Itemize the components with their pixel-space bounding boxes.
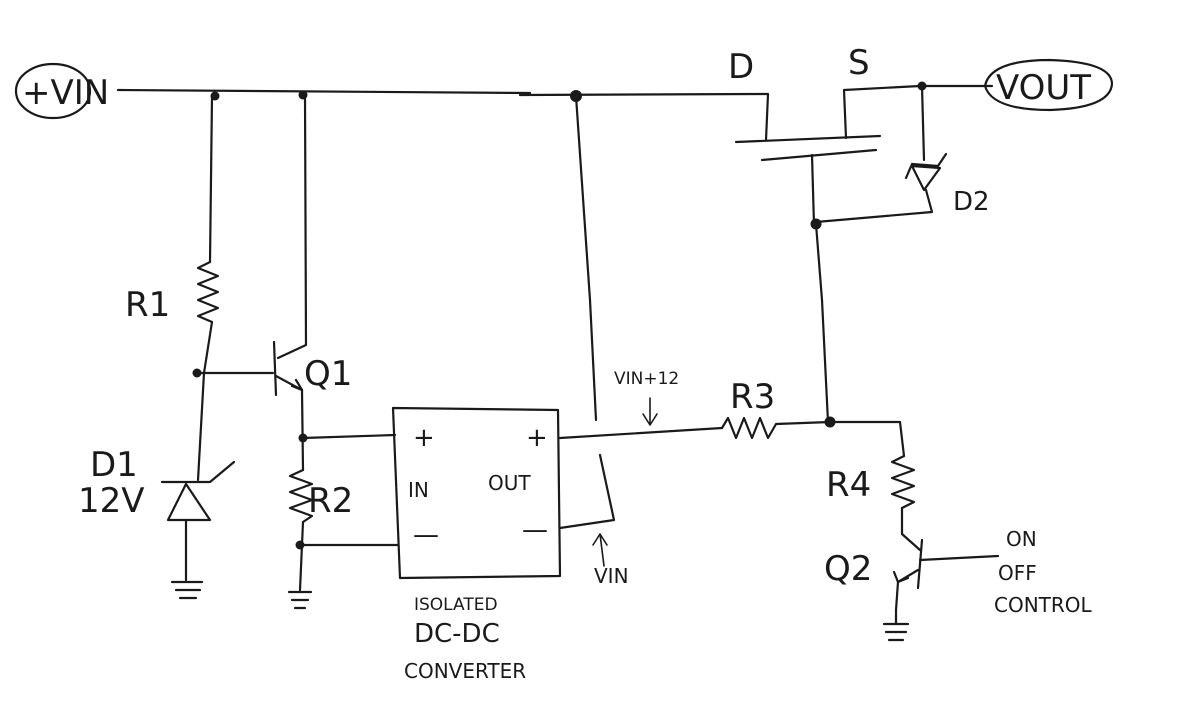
converter-in-plus-label: + bbox=[413, 423, 435, 453]
q1-label: Q1 bbox=[304, 354, 352, 394]
ground-symbol bbox=[287, 590, 313, 610]
r1-resistor-symbol bbox=[196, 260, 220, 324]
d1-label: D1 bbox=[90, 445, 138, 485]
q2-label: Q2 bbox=[824, 549, 872, 589]
q1-collector-wire bbox=[276, 93, 308, 360]
r3-label: R3 bbox=[730, 377, 775, 417]
gate-vertical-wire bbox=[814, 222, 830, 424]
dc-dc-converter-block bbox=[391, 406, 562, 580]
vout-terminal-label: VOUT bbox=[996, 68, 1091, 108]
q1-emitter-wire bbox=[300, 388, 305, 472]
converter-out-plus-label: + bbox=[526, 423, 548, 453]
converter-out-plus-wire bbox=[558, 426, 724, 440]
converter-in-plus-wire bbox=[301, 433, 397, 440]
vout-terminal: VOUT bbox=[983, 58, 1114, 112]
ground-symbol bbox=[882, 608, 910, 642]
r2-label: R2 bbox=[308, 481, 353, 521]
d2-label: D2 bbox=[953, 187, 990, 217]
converter-caption-line3: CONVERTER bbox=[404, 659, 526, 683]
mosfet-drain-label: D bbox=[728, 47, 754, 87]
mosfet-symbol bbox=[734, 84, 922, 227]
d2-zener-symbol bbox=[814, 152, 948, 224]
r2-resistor-symbol bbox=[288, 468, 314, 524]
converter-in-label: IN bbox=[408, 478, 429, 502]
d1-zener-symbol bbox=[160, 460, 236, 582]
vin-plus-12-label: VIN+12 bbox=[614, 369, 679, 389]
junction-dot bbox=[298, 90, 308, 100]
r2-lower-wire bbox=[298, 520, 305, 592]
d1-value-label: 12V bbox=[78, 481, 145, 521]
mosfet-source-label: S bbox=[848, 43, 870, 83]
q2-transistor-symbol bbox=[892, 538, 1000, 612]
r1-lower-wire bbox=[196, 320, 214, 482]
r4-upper-wire bbox=[828, 420, 906, 458]
r1-wire bbox=[208, 94, 214, 264]
r4-resistor-symbol bbox=[890, 454, 916, 510]
converter-caption-line2: DC-DC bbox=[414, 619, 500, 649]
d2-wire bbox=[920, 84, 926, 162]
vin-ref-label: VIN bbox=[594, 564, 629, 588]
vin-rail bbox=[116, 88, 762, 97]
control-label-line1: ON bbox=[1006, 527, 1037, 551]
vin-terminal: +VIN bbox=[14, 62, 109, 120]
converter-in-minus-label: — bbox=[413, 520, 439, 550]
converter-out-minus-wire bbox=[558, 453, 616, 530]
r3-resistor-symbol bbox=[720, 416, 832, 440]
ground-symbol bbox=[170, 580, 204, 600]
r4-label: R4 bbox=[826, 465, 871, 505]
converter-out-minus-label: — bbox=[522, 515, 548, 545]
control-label-line3: CONTROL bbox=[994, 593, 1093, 617]
converter-caption-line1: ISOLATED bbox=[414, 595, 498, 615]
vin-terminal-label: +VIN bbox=[22, 73, 109, 113]
vin-vertical-wire bbox=[574, 94, 598, 422]
q2-collector-wire bbox=[900, 506, 922, 552]
converter-out-label: OUT bbox=[488, 471, 531, 495]
r1-label: R1 bbox=[125, 285, 170, 325]
control-label-line2: OFF bbox=[998, 561, 1037, 585]
vin-plus-12-arrow bbox=[642, 397, 658, 426]
vin-ref-arrow bbox=[592, 533, 608, 567]
